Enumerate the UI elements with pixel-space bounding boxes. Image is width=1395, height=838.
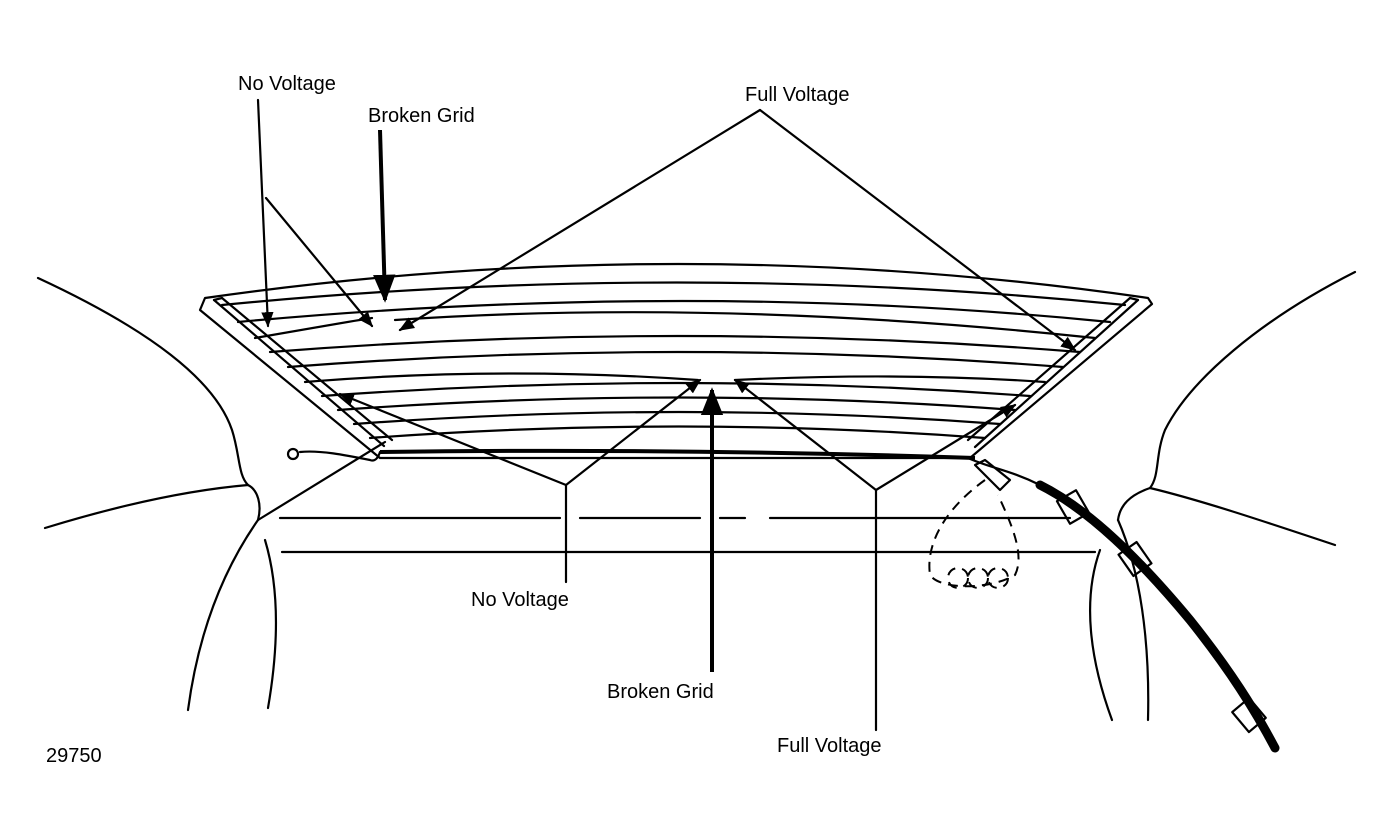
figure-number: 29750 [46, 745, 102, 767]
defogger-grid-lines [220, 281, 1127, 460]
label-broken-grid-bottom: Broken Grid [607, 681, 714, 703]
defogger-wiring-harness [286, 447, 1280, 753]
label-full-voltage-top: Full Voltage [745, 84, 850, 106]
label-no-voltage-bottom: No Voltage [471, 589, 569, 611]
label-full-voltage-bottom: Full Voltage [777, 735, 882, 757]
callout-leaders [256, 98, 1077, 732]
vehicle-body-outline [36, 270, 1357, 722]
rear-window-glass [198, 262, 1154, 460]
label-broken-grid-top: Broken Grid [368, 105, 475, 127]
label-no-voltage-top: No Voltage [238, 73, 336, 95]
